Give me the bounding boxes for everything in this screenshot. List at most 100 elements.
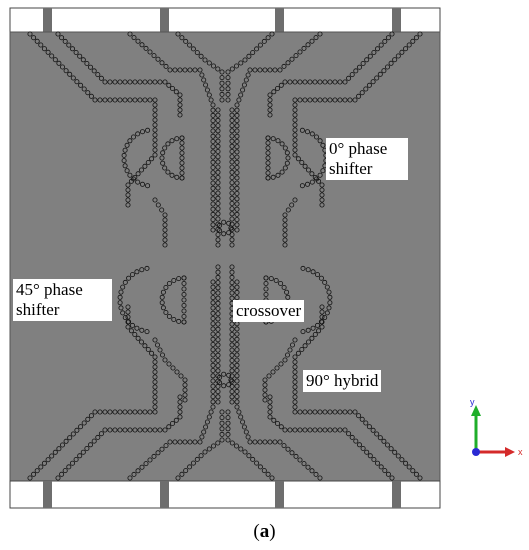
via-hole (267, 439, 273, 445)
via-hole (292, 394, 298, 400)
via-hole (118, 305, 124, 311)
via-hole (215, 342, 221, 348)
via-hole (309, 38, 315, 44)
via-hole (67, 71, 73, 77)
via-hole (219, 409, 225, 415)
via-hole (152, 97, 158, 103)
via-hole (85, 416, 91, 422)
via-hole (63, 68, 69, 74)
via-hole (152, 384, 158, 390)
via-hole (382, 468, 388, 474)
via-hole (413, 471, 419, 477)
via-hole (342, 79, 348, 85)
via-hole (313, 134, 319, 140)
via-hole (319, 182, 325, 188)
via-hole (142, 343, 148, 349)
via-hole (66, 464, 72, 470)
via-hole (282, 165, 288, 171)
via-hole (38, 42, 44, 48)
via-hole (155, 56, 161, 62)
via-hole (292, 97, 298, 103)
via-hole (102, 409, 108, 415)
via-hole (215, 321, 221, 327)
via-hole (234, 144, 240, 150)
via-hole (229, 211, 235, 217)
via-hole (263, 286, 269, 292)
via-hole (203, 82, 209, 88)
via-hole (267, 399, 273, 405)
via-hole (59, 471, 65, 477)
via-hole (210, 383, 216, 389)
via-hole (364, 449, 370, 455)
via-hole (210, 284, 216, 290)
via-hole (152, 389, 158, 395)
via-hole (312, 174, 318, 180)
via-hole (215, 326, 221, 332)
via-hole (381, 438, 387, 444)
via-hole (173, 89, 179, 95)
via-hole (137, 409, 143, 415)
via-hole (202, 57, 208, 63)
via-hole (302, 163, 308, 169)
via-hole (182, 67, 188, 73)
via-hole (127, 409, 133, 415)
via-hole (67, 435, 73, 441)
via-hole (267, 92, 273, 98)
via-hole (177, 394, 183, 400)
via-hole (179, 135, 185, 141)
via-hole (234, 175, 240, 181)
via-hole (219, 80, 225, 86)
via-hole (215, 237, 221, 243)
via-hole (265, 471, 271, 477)
via-hole (210, 315, 216, 321)
via-hole (152, 122, 158, 128)
via-hole (210, 362, 216, 368)
via-hole (175, 475, 181, 481)
via-hole (179, 160, 185, 166)
via-hole (152, 79, 158, 85)
via-hole (134, 269, 140, 275)
via-hole (154, 342, 160, 348)
via-hole (327, 427, 333, 433)
via-hole (234, 373, 240, 379)
via-hole (292, 369, 298, 375)
via-hole (52, 449, 58, 455)
via-hole (221, 371, 227, 377)
via-hole (210, 63, 216, 69)
via-hole (287, 427, 293, 433)
via-hole (215, 107, 221, 113)
figure-caption: (a) (0, 521, 529, 543)
via-hole (327, 97, 333, 103)
via-hole (197, 439, 203, 445)
via-hole (215, 174, 221, 180)
via-hole (278, 424, 284, 430)
via-hole (234, 227, 240, 233)
via-hole (349, 434, 355, 440)
via-hole (102, 427, 108, 433)
via-hole (177, 414, 183, 420)
via-hole (295, 350, 301, 356)
via-hole (152, 152, 158, 158)
via-hole (241, 424, 247, 430)
via-hole (279, 169, 285, 175)
via-hole (107, 427, 113, 433)
via-hole (263, 280, 269, 286)
via-hole (206, 446, 212, 452)
via-hole (215, 206, 221, 212)
via-hole (234, 159, 240, 165)
via-hole (56, 446, 62, 452)
via-hole (183, 38, 189, 44)
via-hole (234, 352, 240, 358)
via-hole (178, 373, 184, 379)
via-hole (254, 460, 260, 466)
via-hole (49, 453, 55, 459)
via-hole (120, 284, 126, 290)
via-hole (229, 274, 235, 280)
via-hole (281, 443, 287, 449)
via-hole (292, 404, 298, 410)
via-hole (215, 148, 221, 154)
via-hole (219, 415, 225, 421)
via-hole (234, 362, 240, 368)
via-hole (257, 67, 263, 73)
via-hole (169, 86, 175, 92)
